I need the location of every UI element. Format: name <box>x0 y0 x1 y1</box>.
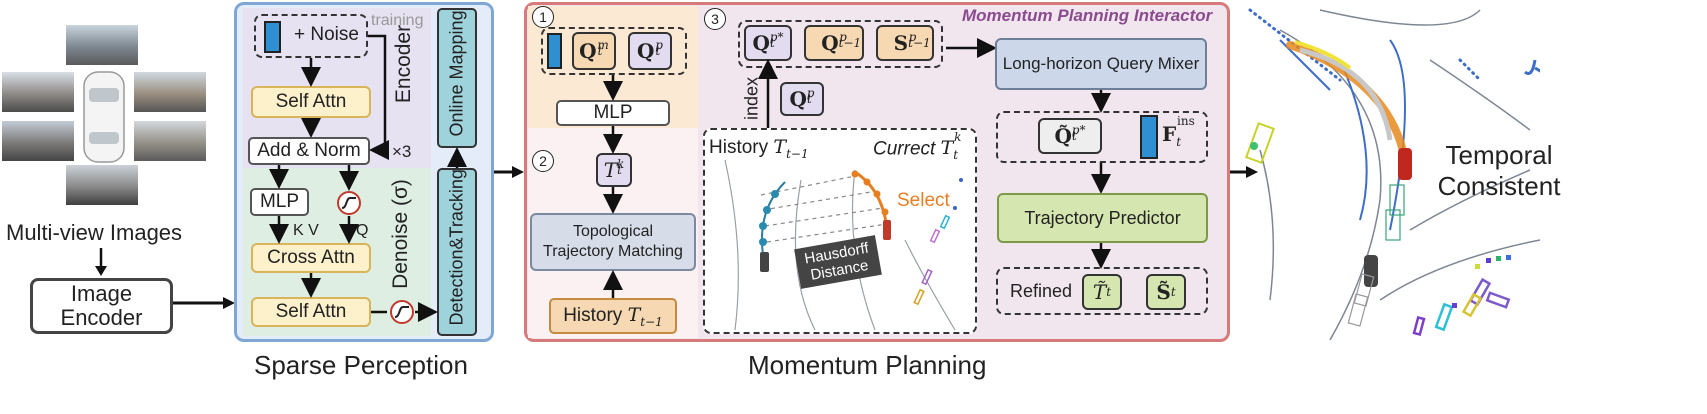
inset-history-label: History Tt−1 <box>709 136 809 161</box>
inset-scene <box>724 159 963 331</box>
arrow-momentum-to-output <box>1230 166 1258 178</box>
ego-query-rect <box>547 33 562 69</box>
image-encoder-box: Image Encoder <box>30 278 173 334</box>
history-box: History Tt−1 <box>549 298 677 334</box>
multiview-images-label: Multi-view Images <box>6 220 183 245</box>
camera-image-front-right <box>134 72 206 112</box>
step2-number: 2 <box>532 150 554 172</box>
ego-car-icon <box>83 71 125 163</box>
sigma-icon-2 <box>390 300 414 324</box>
sparse-arrows <box>269 34 467 322</box>
q-label: Q <box>356 222 369 239</box>
self-attn-box-2: Self Attn <box>251 297 371 327</box>
mixer-output-dashed <box>996 111 1208 163</box>
sparse-perception-caption: Sparse Perception <box>254 350 468 380</box>
kv-label: K V <box>293 222 319 239</box>
noise-label: + Noise <box>294 24 359 45</box>
self-attn-box-1: Self Attn <box>251 86 371 118</box>
momentum-planning-caption: Momentum Planning <box>748 350 987 380</box>
noise-dashed-box <box>254 14 368 58</box>
mlp-box-sparse: MLP <box>250 188 309 216</box>
repeat-label: ×3 <box>392 142 412 161</box>
chip-refined-trajectory: T̃t <box>1082 274 1122 310</box>
camera-image-back-left <box>2 121 74 161</box>
step3-number: 3 <box>704 8 726 30</box>
step3-arrows <box>758 38 1111 269</box>
online-mapping-column <box>437 8 477 148</box>
step3-dashed-group <box>738 20 943 68</box>
temporal-visualization <box>1245 8 1540 340</box>
chip-refined-score: S̃t <box>1146 274 1186 310</box>
inset-visualization: History Tt−1 Currect Ttk Select Hausdorf… <box>703 128 977 334</box>
select-label: Select <box>897 190 950 211</box>
sigma-icon-1 <box>337 191 361 215</box>
step1-2-arrows <box>603 75 623 298</box>
temporal-consistent-label: Temporal Consistent <box>1437 140 1561 201</box>
history-box-symbol: Tt−1 <box>627 303 663 329</box>
instance-feature-rect <box>1140 115 1158 159</box>
cross-attn-box: Cross Attn <box>251 243 371 273</box>
refined-label: Refined <box>1010 281 1073 301</box>
step1-number: 1 <box>532 6 554 28</box>
interactor-title: Momentum Planning Interactor <box>962 6 1213 25</box>
mlp-box-momentum: MLP <box>556 100 670 126</box>
arrow-encoder-to-sparse <box>173 297 235 309</box>
arrow-images-to-encoder <box>95 248 107 276</box>
instance-feature-symbol: Ftins <box>1162 114 1195 149</box>
refined-dashed-group <box>996 267 1208 315</box>
trajectory-predictor-box: Trajectory Predictor <box>997 193 1208 243</box>
query-dashed-group <box>541 27 687 75</box>
camera-image-front <box>66 25 138 65</box>
camera-image-front-left <box>2 72 74 112</box>
history-box-label: History <box>563 305 623 326</box>
training-label: training <box>371 12 424 29</box>
detection-tracking-column <box>437 168 477 336</box>
query-mixer-box: Long-horizon Query Mixer <box>995 38 1207 90</box>
camera-image-back <box>66 165 138 205</box>
topo-matching-box: Topological Trajectory Matching <box>530 213 696 271</box>
noise-query-rect <box>264 21 281 53</box>
camera-image-back-right <box>134 121 206 161</box>
inset-current-label: Currect Ttk <box>873 130 962 163</box>
multiview-images <box>0 25 210 205</box>
arrow-sparse-to-momentum <box>494 166 524 178</box>
